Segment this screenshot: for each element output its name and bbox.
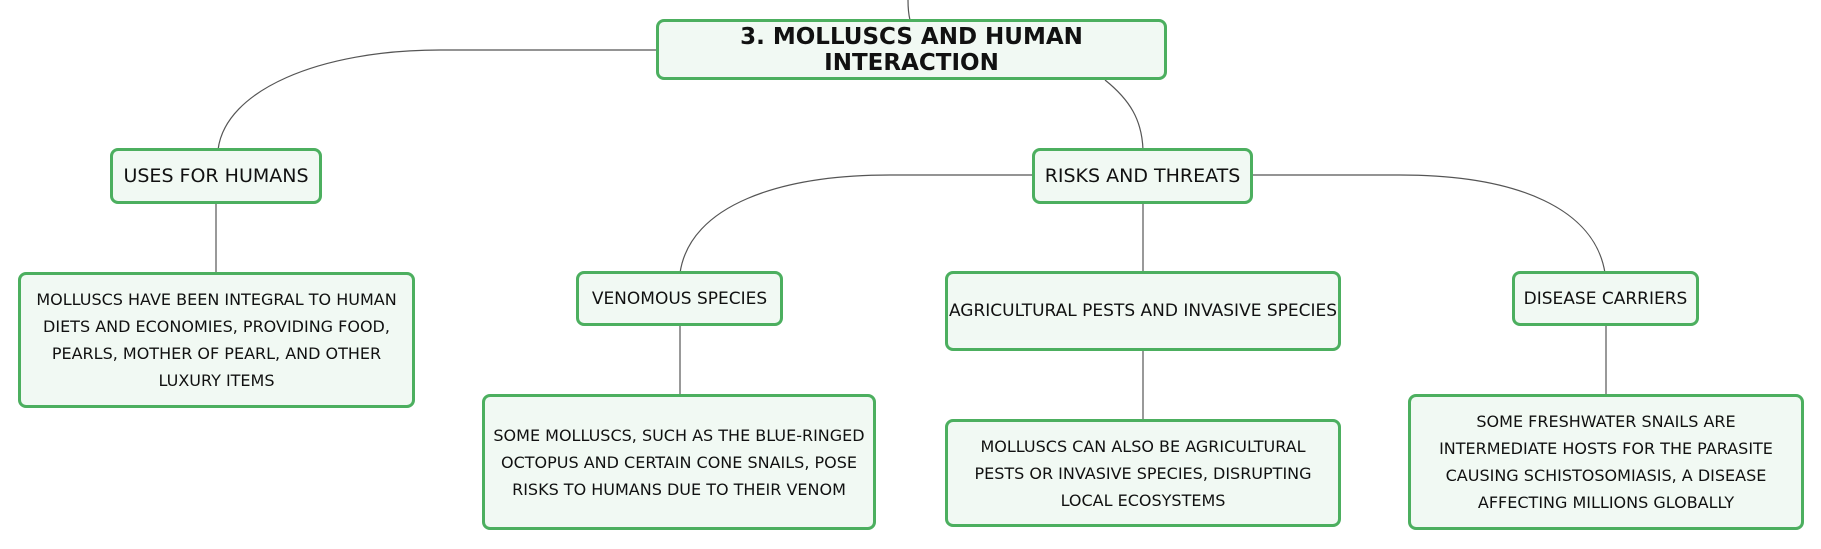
connector-root-to-risks — [1104, 79, 1144, 151]
risks-and-threats-label: RISKS AND THREATS — [1044, 165, 1241, 187]
uses-detail-text: MOLLUSCS HAVE BEEN INTEGRAL TO HUMAN DIE… — [36, 290, 397, 390]
connector-risks-to-venomous — [679, 174, 1033, 274]
disease-detail-text: SOME FRESHWATER SNAILS ARE INTERMEDIATE … — [1439, 412, 1773, 512]
uses-for-humans-label: USES FOR HUMANS — [123, 165, 309, 187]
pests-detail-node[interactable]: MOLLUSCS CAN ALSO BE AGRICULTURAL PESTS … — [945, 419, 1341, 527]
uses-detail-node[interactable]: MOLLUSCS HAVE BEEN INTEGRAL TO HUMAN DIE… — [18, 272, 415, 408]
disease-carriers-label: DISEASE CARRIERS — [1523, 288, 1688, 309]
root-topic-node[interactable]: 3. MOLLUSCS AND HUMAN INTERACTION — [656, 19, 1167, 80]
connector-parent-to-root — [907, 0, 911, 21]
connector-root-to-uses — [217, 49, 657, 151]
risks-and-threats-node[interactable]: RISKS AND THREATS — [1032, 148, 1253, 204]
venomous-species-label: VENOMOUS SPECIES — [591, 288, 768, 309]
disease-detail-node[interactable]: SOME FRESHWATER SNAILS ARE INTERMEDIATE … — [1408, 394, 1804, 530]
pests-detail-text: MOLLUSCS CAN ALSO BE AGRICULTURAL PESTS … — [974, 436, 1312, 510]
connector-risks-to-disease — [1253, 174, 1606, 274]
uses-for-humans-node[interactable]: USES FOR HUMANS — [110, 148, 322, 204]
venomous-detail-text: SOME MOLLUSCS, SUCH AS THE BLUE-RINGED O… — [493, 425, 865, 499]
agricultural-pests-node[interactable]: AGRICULTURAL PESTS AND INVASIVE SPECIES — [945, 271, 1341, 351]
root-topic-label: 3. MOLLUSCS AND HUMAN INTERACTION — [740, 23, 1083, 76]
agricultural-pests-label: AGRICULTURAL PESTS AND INVASIVE SPECIES — [948, 301, 1338, 321]
venomous-species-node[interactable]: VENOMOUS SPECIES — [576, 271, 783, 326]
disease-carriers-node[interactable]: DISEASE CARRIERS — [1512, 271, 1699, 326]
venomous-detail-node[interactable]: SOME MOLLUSCS, SUCH AS THE BLUE-RINGED O… — [482, 394, 876, 530]
